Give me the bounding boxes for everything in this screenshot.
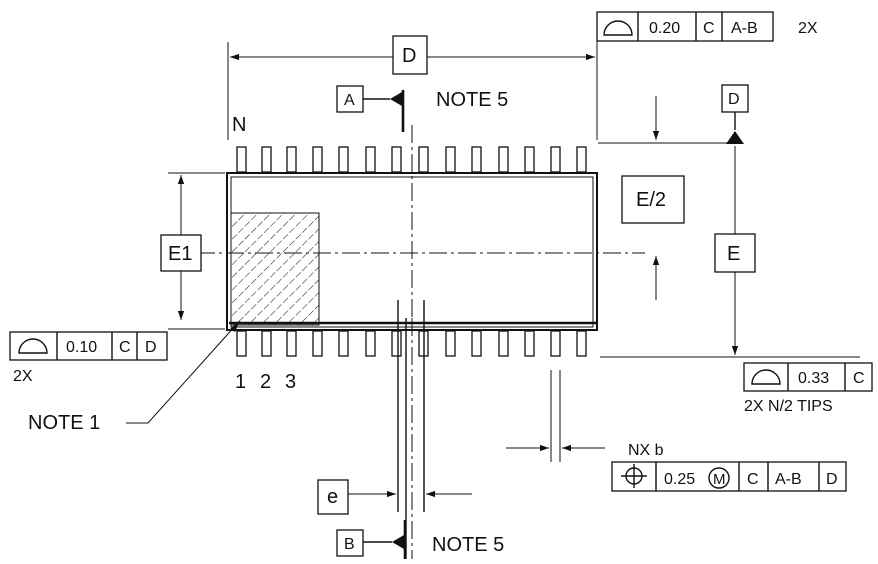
dimension-e-half-label: E/2 [636, 189, 666, 211]
note5-bottom: NOTE 5 [432, 534, 504, 556]
profile-surface-icon [751, 369, 781, 385]
datum-a-label: A [344, 92, 355, 109]
note1-callout: NOTE 1 [28, 320, 240, 434]
dimension-e-label: E [727, 243, 740, 265]
fcf-left-profile: 0.10 C D 2X [9, 328, 225, 385]
package-body [197, 172, 645, 331]
mmc-modifier-circle [708, 467, 730, 489]
top-leads [236, 146, 587, 173]
fcf-right-datum-1: C [853, 370, 865, 387]
dimension-d-label: D [402, 45, 416, 67]
dimension-d: D [227, 35, 598, 140]
dimension-lead-width: NX b [506, 370, 664, 462]
fcf-left-multiplier: 2X [13, 368, 33, 385]
pin1-index-area [230, 212, 320, 326]
fcf-left-datum-2: D [145, 339, 157, 356]
fcf-top-datum-1: C [703, 20, 715, 37]
datum-b-label: B [344, 536, 355, 553]
note5-top: NOTE 5 [436, 89, 508, 111]
note1-label: NOTE 1 [28, 412, 100, 434]
dimension-e1: E1 [160, 172, 225, 320]
profile-surface-icon [18, 338, 48, 354]
datum-a: A NOTE 5 [336, 85, 508, 132]
pin-3-label: 3 [285, 371, 296, 393]
fcf-position-datum-1: C [747, 471, 759, 488]
fcf-left-tolerance: 0.10 [66, 339, 97, 356]
dimension-pitch: e [317, 300, 472, 559]
fcf-position-datum-3: D [826, 471, 838, 488]
fcf-top-tolerance: 0.20 [649, 20, 680, 37]
dimension-e1-label: E1 [168, 243, 192, 265]
pin-2-label: 2 [260, 371, 271, 393]
datum-d-label: D [728, 91, 740, 108]
pitch-label: e [327, 486, 338, 508]
fcf-top-datum-2: A-B [731, 20, 758, 37]
fcf-top-multiplier: 2X [798, 20, 818, 37]
fcf-left-datum-1: C [119, 339, 131, 356]
fcf-position-datum-2: A-B [775, 471, 802, 488]
fcf-position-tolerance: 0.25 [664, 471, 695, 488]
fcf-right-tolerance: 0.33 [798, 370, 829, 387]
dimension-e: E [600, 146, 860, 358]
fcf-position-modifier: M [713, 471, 726, 488]
fcf-position: 0.25 M C A-B D [611, 461, 847, 492]
position-icon [621, 464, 647, 488]
pin-1-label: 1 [235, 371, 246, 393]
profile-surface-icon [603, 20, 633, 36]
fcf-top-profile: 0.20 C A-B 2X [596, 11, 818, 42]
datum-d: D [721, 84, 749, 144]
fcf-right-note: 2X N/2 TIPS [744, 398, 833, 415]
datum-b: B NOTE 5 [336, 520, 504, 559]
dimension-e-half: E/2 [598, 96, 730, 300]
pin-n-label: N [232, 114, 246, 136]
nxb-label: NX b [628, 442, 664, 459]
fcf-right-profile: 0.33 C 2X N/2 TIPS [743, 362, 873, 415]
